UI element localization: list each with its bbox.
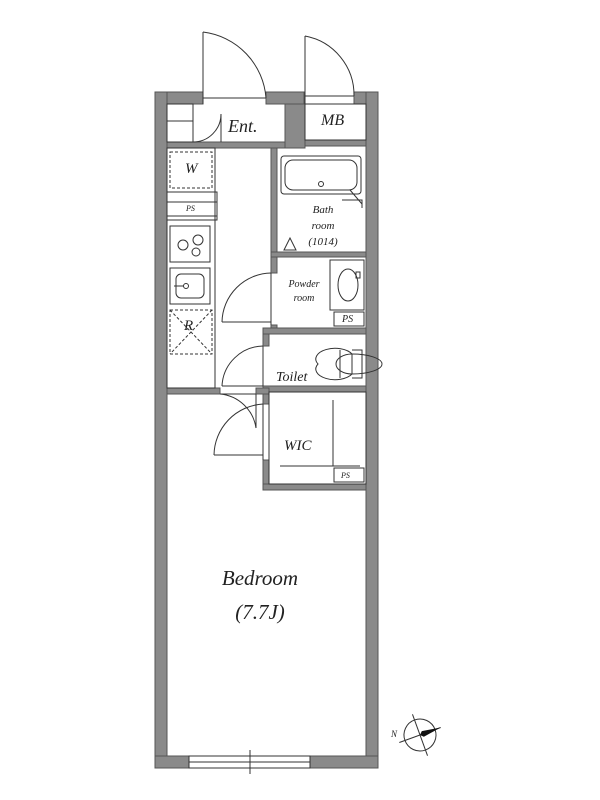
wic xyxy=(213,391,367,485)
toilet-room xyxy=(221,345,383,387)
kitchen-ps-label: PS xyxy=(186,204,195,213)
washer-label: W xyxy=(185,161,198,177)
exterior-walls xyxy=(154,91,379,769)
bedroom-door xyxy=(219,393,257,429)
powder-room xyxy=(221,259,365,327)
toilet-label: Toilet xyxy=(276,370,308,385)
interior-walls xyxy=(166,103,367,491)
powder-label-line1: Powder xyxy=(288,279,320,290)
powder-ps-label: PS xyxy=(342,314,354,325)
meter-box-label: MB xyxy=(321,112,345,129)
kitchen-counter xyxy=(166,147,218,389)
compass-icon xyxy=(399,714,441,756)
bath-label-line1: Bath xyxy=(312,204,334,216)
powder-label-line2: room xyxy=(293,293,315,304)
wic-label: WIC xyxy=(284,438,312,454)
bathroom xyxy=(280,155,363,251)
refrigerator-label: R xyxy=(184,318,194,334)
mb-door xyxy=(304,35,367,141)
compass-north-label: N xyxy=(391,729,398,739)
bedroom-window xyxy=(188,750,311,774)
bath-size-label: (1014) xyxy=(308,236,338,248)
wic-ps-label: PS xyxy=(341,471,350,480)
entrance-area xyxy=(166,31,267,143)
bedroom-label: Bedroom xyxy=(221,566,299,590)
entrance-label: Ent. xyxy=(228,116,258,136)
bedroom-size-label: (7.7J) xyxy=(235,600,285,624)
bath-label-line2: room xyxy=(311,220,335,232)
